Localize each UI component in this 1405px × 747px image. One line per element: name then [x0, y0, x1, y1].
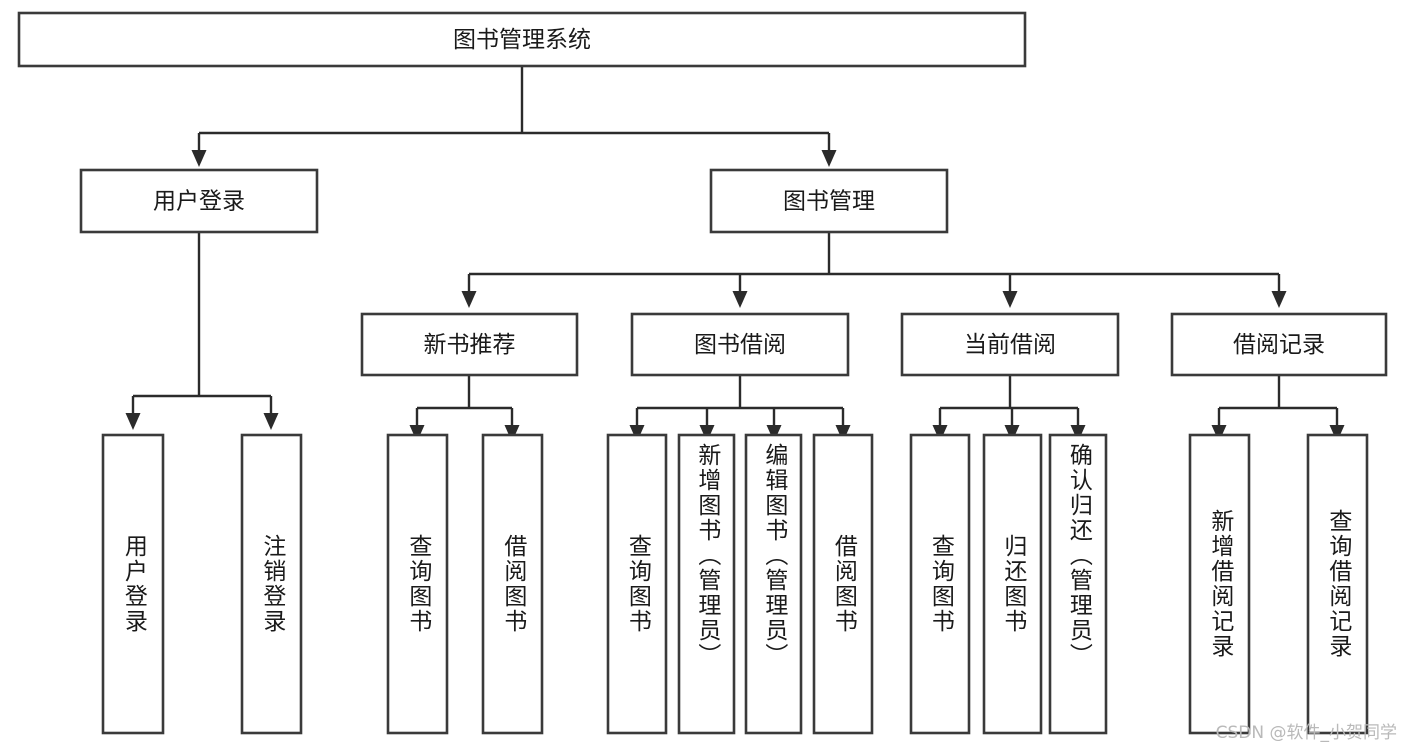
node-box-layer [17, 11, 1388, 735]
arrow-head-icon [821, 150, 837, 167]
arrow-head-icon [835, 425, 851, 442]
node-box-leaf-confirm-return[interactable] [1048, 433, 1108, 735]
node-label-book-borrow: 图书借阅 [694, 332, 786, 358]
arrow-head-icon [1004, 425, 1020, 442]
watermark-text: CSDN @软件_小贺同学 [1215, 723, 1397, 743]
node-box-new-book-rec[interactable] [360, 312, 579, 377]
arrow-head-icon [699, 425, 715, 442]
node-label-new-book-rec: 新书推荐 [424, 332, 516, 358]
node-box-leaf-add-book[interactable] [677, 433, 736, 735]
node-box-leaf-edit-book[interactable] [744, 433, 803, 735]
node-box-leaf-query-book-3[interactable] [909, 433, 971, 735]
arrow-head-icon [409, 425, 425, 442]
node-box-user-login[interactable] [79, 168, 319, 234]
connector-layer [125, 66, 1345, 442]
node-label-root: 图书管理系统 [453, 27, 591, 53]
arrow-head-icon [191, 150, 207, 167]
arrow-head-icon [1070, 425, 1086, 442]
node-box-leaf-borrow-book-2[interactable] [812, 433, 874, 735]
node-box-book-borrow[interactable] [630, 312, 850, 377]
node-box-leaf-query-book-1[interactable] [386, 433, 449, 735]
node-label-book-manage: 图书管理 [783, 189, 875, 215]
node-label-user-login: 用户登录 [153, 189, 245, 215]
node-label-borrow-record: 借阅记录 [1233, 332, 1325, 358]
node-label-current-borrow: 当前借阅 [964, 332, 1056, 358]
arrow-head-icon [1002, 291, 1018, 308]
arrow-head-icon [932, 425, 948, 442]
node-box-book-manage[interactable] [709, 168, 949, 234]
arrow-head-icon [504, 425, 520, 442]
arrow-head-icon [766, 425, 782, 442]
node-box-leaf-logout[interactable] [240, 433, 303, 735]
arrow-head-icon [125, 413, 141, 430]
node-box-current-borrow[interactable] [900, 312, 1120, 377]
node-box-leaf-query-book-2[interactable] [606, 433, 668, 735]
node-box-leaf-add-record[interactable] [1188, 433, 1251, 735]
arrow-head-icon [461, 291, 477, 308]
node-box-leaf-borrow-book-1[interactable] [481, 433, 544, 735]
node-box-leaf-user-login[interactable] [101, 433, 165, 735]
arrow-head-icon [1329, 425, 1345, 442]
node-box-borrow-record[interactable] [1170, 312, 1388, 377]
arrow-head-icon [732, 291, 748, 308]
arrow-head-icon [263, 413, 279, 430]
node-box-leaf-query-record[interactable] [1306, 433, 1369, 735]
arrow-head-icon [629, 425, 645, 442]
arrow-head-icon [1211, 425, 1227, 442]
arrow-head-icon [1271, 291, 1287, 308]
node-box-leaf-return-book[interactable] [982, 433, 1043, 735]
node-box-root[interactable] [17, 11, 1027, 68]
